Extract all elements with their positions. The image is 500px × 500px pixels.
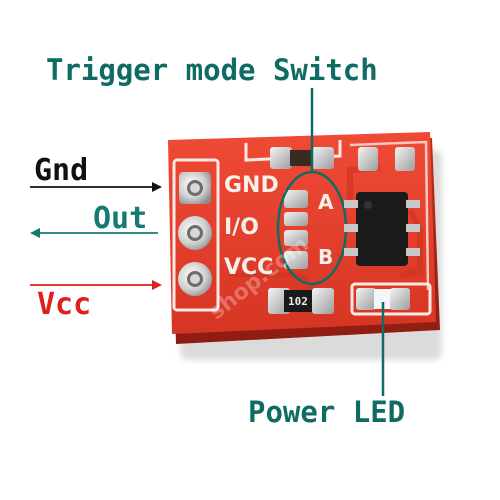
pin-label-vcc: Vcc — [37, 287, 92, 322]
pin-label-out: Out — [93, 201, 148, 236]
jumper-pads — [284, 190, 308, 269]
pin-label-gnd: Gnd — [34, 153, 89, 188]
silkscreen-a: A — [318, 190, 334, 214]
callout-power-led: Power LED — [248, 395, 406, 429]
arrow-vcc — [30, 280, 162, 290]
arrow-gnd — [30, 182, 162, 192]
silkscreen-io: I/O — [224, 215, 259, 240]
resistor-102 — [268, 288, 334, 314]
silkscreen-vcc: VCC — [224, 255, 274, 280]
arrow-out — [30, 228, 158, 238]
trace — [230, 272, 322, 297]
ic-chip — [344, 192, 420, 266]
header-pin-vcc — [178, 262, 212, 296]
callout-trigger-mode-switch: Trigger mode Switch — [46, 53, 378, 87]
header-pin-out — [178, 216, 212, 250]
silk-frame-right — [349, 140, 430, 291]
power-led — [356, 288, 410, 310]
smd-pads-top — [270, 147, 415, 171]
silk-pin-box — [172, 158, 220, 312]
silkscreen-gnd: GND — [224, 173, 279, 198]
header-pin-gnd — [179, 172, 211, 204]
silk-led-box — [350, 282, 432, 316]
silkscreen-b: B — [318, 245, 334, 269]
resistor-code: 102 — [288, 295, 308, 308]
